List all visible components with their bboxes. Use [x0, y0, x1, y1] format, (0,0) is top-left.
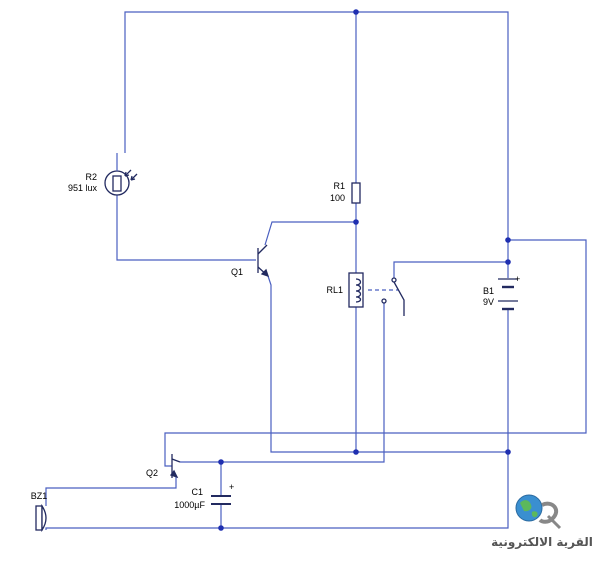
- wire-battery-bottom: [221, 310, 509, 529]
- q2-collector: [171, 458, 181, 463]
- b1-ref: B1: [483, 286, 494, 296]
- wire-q1-collector: [264, 221, 356, 246]
- rl1-ref: RL1: [326, 285, 343, 295]
- junction-switch: [505, 259, 511, 265]
- b1-polarity: +: [515, 274, 520, 284]
- c1-polarity: +: [229, 482, 234, 492]
- ldr-r2: R2 951 lux: [68, 153, 138, 196]
- q2-ref: Q2: [146, 468, 158, 478]
- r2-ref: R2: [85, 172, 97, 182]
- relay-coil-icon: [355, 278, 362, 303]
- b1-value: 9V: [483, 297, 494, 307]
- switch-common-contact: [391, 277, 397, 283]
- wire-q2-emitter: [45, 476, 177, 506]
- wire-r2-to-q1-base: [116, 192, 256, 261]
- transistor-q2: Q2: [146, 453, 181, 479]
- capacitor-c1: + C1 1000µF: [174, 482, 234, 510]
- bz1-ref: BZ1: [31, 491, 48, 501]
- logo: القرية الالكترونية: [491, 494, 593, 550]
- relay-rl1: RL1: [326, 272, 405, 316]
- q1-emitter-arrow: [260, 268, 270, 278]
- wire-top-rail: [124, 11, 509, 240]
- logo-globe-icon: [515, 494, 562, 530]
- c1-ref: C1: [191, 487, 203, 497]
- wire-buzzer-bottom: [45, 527, 221, 530]
- r1-value: 100: [330, 193, 345, 203]
- junction-cap-bottom: [218, 525, 224, 531]
- r1-body: [351, 182, 361, 204]
- junction-cap-top: [218, 459, 224, 465]
- wire-switch-no: [220, 303, 385, 463]
- battery-b1: + B1 9V: [483, 274, 520, 311]
- buzzer-bz1: BZ1: [31, 491, 48, 533]
- junction-relay-bottom: [353, 449, 359, 455]
- buzzer-body: [35, 505, 43, 531]
- junctions: [218, 9, 511, 531]
- transistor-q1: Q1: [231, 244, 270, 278]
- light-arrows-icon: [124, 169, 138, 181]
- wire-right-loop: [164, 239, 587, 453]
- junction-r1-q1: [353, 219, 359, 225]
- q2-emitter-arrow: [169, 469, 179, 479]
- q1-collector: [257, 244, 268, 255]
- resistor-r1: R1 100: [330, 181, 361, 204]
- r1-ref: R1: [333, 181, 345, 191]
- junction-battery-top: [505, 237, 511, 243]
- wire-q1-emitter: [267, 275, 508, 453]
- junction-top: [353, 9, 359, 15]
- switch-blade: [393, 281, 405, 316]
- ldr-element: [112, 175, 122, 192]
- switch-no-contact: [381, 298, 387, 304]
- r2-value: 951 lux: [68, 183, 98, 193]
- wire-switch-common: [393, 261, 508, 278]
- wires: [45, 11, 587, 530]
- logo-text: القرية الالكترونية: [491, 535, 593, 550]
- c1-value: 1000µF: [174, 500, 205, 510]
- q1-ref: Q1: [231, 267, 243, 277]
- junction-battery-bottom: [505, 449, 511, 455]
- buzzer-cone: [41, 503, 47, 533]
